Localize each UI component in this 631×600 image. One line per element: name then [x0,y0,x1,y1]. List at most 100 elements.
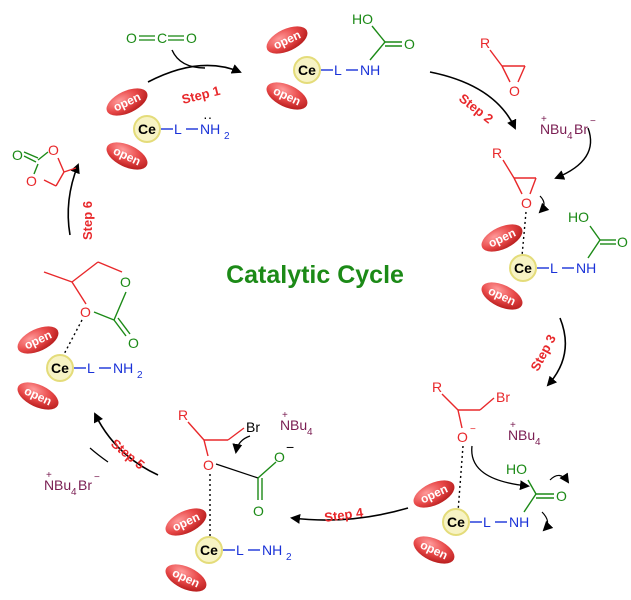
alkoxide-oxygen: O [457,429,468,445]
carbonyl-oxygen: O [404,36,415,52]
epoxide-oxygen: O [521,195,532,211]
step-1-label: Step 1 [180,83,221,107]
step-5-label: Step 5 [108,436,148,473]
ce-center [509,254,537,282]
complex-ce-carbamic-top: open open Ce L NH HO O [266,11,415,110]
ce-center [195,536,223,564]
ce-label: Ce [51,360,69,376]
cyclic-carbonate-product: O O O [12,142,77,189]
open-site-lower: open [413,536,455,564]
carbonyl-oxygen: O [556,488,567,504]
butyl: Bu [550,121,567,137]
co2-oxygen-left: O [126,30,137,46]
minus-charge: − [470,424,476,435]
ce-center [293,56,321,84]
minus-charge: − [94,472,100,483]
r-group: R [432,379,442,395]
subscript-4: 4 [567,131,573,142]
ce-label: Ce [447,514,465,530]
arrow-step-3 [546,317,567,387]
coordination-bond [457,445,464,513]
plus-charge: + [510,420,516,431]
arrow-step-1 [147,64,242,83]
ligand-l: L [550,260,558,276]
open-site-upper: open [165,508,207,536]
carbonyl-oxygen: O [12,147,23,163]
carbonyl-oxygen: O [617,234,628,250]
ce-center [442,508,470,536]
epoxide-reagent: R O [480,35,526,99]
ligand-l: L [174,121,182,137]
ligand-l: L [334,62,342,78]
complex-ce-alkoxide-bottomright: R Br O − + N Bu 4 open open Ce L NH H [413,379,570,564]
coordination-bond [61,319,83,359]
subscript-2: 2 [137,370,143,381]
ring-oxygen-bottom: O [26,173,37,189]
arrow-salt-out [89,447,109,463]
carbonyl-oxygen: O [128,335,139,351]
ce-label: Ce [514,260,532,276]
step-6-label: Step 6 [80,201,95,240]
bromide: Br [574,121,588,137]
tbab-salt-right: + N Bu 4 Br − [540,114,596,142]
butyl: Bu [290,417,307,433]
co2-oxygen-right: O [186,30,197,46]
arrow-co2-in [171,49,206,69]
subscript-4: 4 [307,427,313,438]
complex-ce-cyclic-carbonate-left: O O O open open Ce L NH 2 [17,261,143,410]
amine-nh: NH [113,360,133,376]
subscript-2: 2 [224,131,230,142]
butyl: Bu [518,427,535,443]
nitrogen: N [508,427,518,443]
nitrogen: N [540,121,550,137]
ligand-l: L [483,514,491,530]
subscript-4: 4 [535,437,541,448]
tbab-cation-d: + N Bu 4 [508,420,541,448]
amine-nh: NH [360,62,380,78]
open-site-upper: open [106,88,148,116]
amine-nh: NH [200,121,220,137]
open-site-lower: open [165,564,207,592]
r-group: R [480,35,490,51]
subscript-4: 4 [71,487,77,498]
plus-charge: + [46,470,52,481]
minus-charge: − [286,439,294,455]
open-site-upper: open [17,326,59,354]
hydroxyl: HO [568,209,589,225]
ce-center [46,354,74,382]
ether-oxygen: O [203,457,214,473]
open-site-lower: open [106,142,148,170]
diagram-title: Catalytic Cycle [226,261,404,289]
r-group: R [178,407,188,423]
ce-label: Ce [298,62,316,78]
ce-center [133,115,161,143]
lone-pair: ·· [203,109,212,125]
butyl: Bu [54,477,71,493]
step-4-label: Step 4 [323,505,364,525]
nitrogen: N [280,417,290,433]
open-site-upper: open [266,26,308,54]
open-site-upper: open [481,224,523,252]
co2-carbon: C [157,30,167,46]
complex-ce-carbonate-bottom: R Br + N Bu 4 O O − O open open Ce L NH [165,407,313,592]
open-site-lower: open [481,282,523,310]
complex-ce-nh2-topleft: open open Ce L NH 2 ·· [106,88,230,170]
arrow-step-4 [290,507,409,524]
ring-oxygen-right: O [120,274,131,290]
minus-charge: − [590,116,596,127]
arrow-salt-in [554,127,592,180]
open-site-lower: open [17,382,59,410]
ce-label: Ce [200,542,218,558]
hydroxyl: HO [352,11,373,27]
epoxide-oxygen: O [509,83,520,99]
carboxylate-oxygen: O [274,449,285,465]
arrow-step-6 [67,163,80,236]
step-3-label: Step 3 [527,332,559,373]
ring-oxygen-left: O [80,304,91,320]
bromine: Br [496,389,510,405]
carbonyl-oxygen: O [253,503,264,519]
subscript-2: 2 [286,552,292,563]
r-group: R [492,145,502,161]
